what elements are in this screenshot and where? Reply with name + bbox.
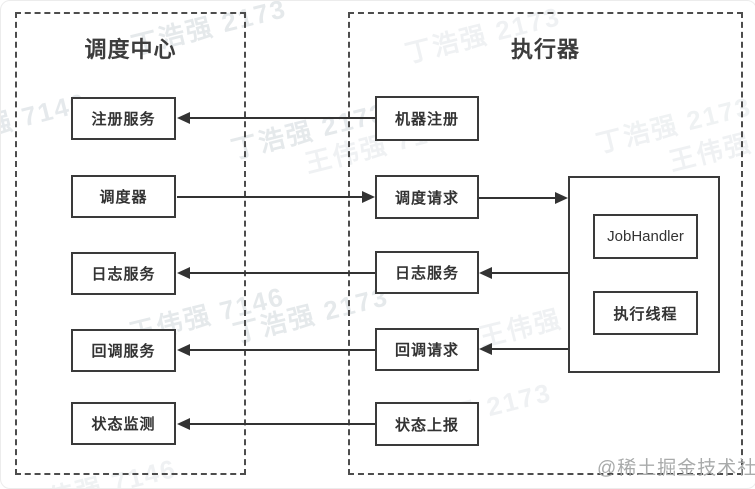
node-status-monitor: 状态监测 bbox=[71, 402, 176, 445]
arrow-callback-request-to-callback-service bbox=[177, 344, 375, 356]
node-scheduler: 调度器 bbox=[71, 175, 176, 218]
arrow-log-executor-to-log-center bbox=[177, 267, 375, 279]
arrow-machine-register-to-register-service bbox=[177, 112, 375, 124]
arrowhead-left-icon bbox=[177, 418, 190, 430]
node-register-service: 注册服务 bbox=[71, 97, 176, 140]
arrowhead-left-icon bbox=[479, 343, 492, 355]
node-callback-request: 回调请求 bbox=[375, 328, 479, 371]
executor-panel: 执行器 bbox=[348, 12, 743, 475]
node-jobhandler: JobHandler bbox=[593, 214, 698, 259]
executor-internal-box bbox=[568, 176, 720, 373]
node-status-report: 状态上报 bbox=[375, 402, 479, 446]
arrow-shaft bbox=[490, 348, 568, 350]
node-callback-service: 回调服务 bbox=[71, 329, 176, 372]
arrow-scheduler-to-dispatch-request bbox=[177, 191, 375, 203]
arrowhead-right-icon bbox=[555, 192, 568, 204]
arrowhead-left-icon bbox=[177, 344, 190, 356]
executor-title: 执行器 bbox=[510, 37, 580, 62]
arrow-shaft bbox=[188, 349, 375, 351]
arrow-shaft bbox=[188, 423, 375, 425]
arrow-shaft bbox=[479, 197, 557, 199]
arrow-shaft bbox=[177, 196, 364, 198]
arrow-shaft bbox=[188, 272, 375, 274]
arrowhead-right-icon bbox=[362, 191, 375, 203]
arrow-shaft bbox=[490, 272, 568, 274]
node-log-service-center: 日志服务 bbox=[71, 252, 176, 295]
node-dispatch-request: 调度请求 bbox=[375, 175, 479, 219]
arrow-executor-box-to-callback-request bbox=[479, 343, 568, 355]
arrowhead-left-icon bbox=[479, 267, 492, 279]
node-exec-thread: 执行线程 bbox=[593, 291, 698, 335]
node-machine-register: 机器注册 bbox=[375, 96, 479, 141]
scheduler-center-title: 调度中心 bbox=[84, 37, 177, 62]
arrowhead-left-icon bbox=[177, 267, 190, 279]
node-log-service-executor: 日志服务 bbox=[375, 251, 479, 294]
arrow-status-report-to-status-monitor bbox=[177, 418, 375, 430]
scheduler-center-panel: 调度中心 bbox=[15, 12, 246, 475]
arrowhead-left-icon bbox=[177, 112, 190, 124]
arrow-shaft bbox=[188, 117, 375, 119]
arrow-executor-box-to-log-service-executor bbox=[479, 267, 568, 279]
arrow-dispatch-request-to-executor-box bbox=[479, 192, 568, 204]
juejin-community-watermark: @稀土掘金技术社区 bbox=[597, 458, 755, 479]
